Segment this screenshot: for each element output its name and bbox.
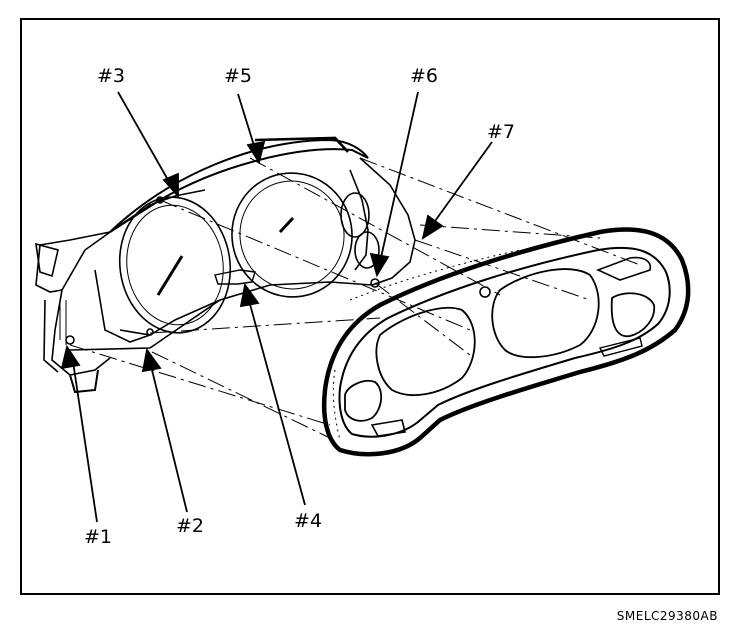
cluster-bezel — [321, 227, 691, 457]
arrowhead-6 — [369, 252, 390, 278]
leader-4 — [247, 296, 306, 506]
callout-1: #1 — [84, 526, 112, 548]
figure-code: SMELC29380AB — [617, 609, 718, 623]
leader-2 — [149, 361, 188, 513]
leader-6 — [379, 91, 419, 263]
arrowhead-2 — [141, 347, 162, 373]
arrowhead-5 — [246, 140, 266, 165]
figure-border — [20, 18, 720, 595]
callout-3: #3 — [97, 65, 125, 87]
leader-lines — [60, 91, 493, 523]
callout-7: #7 — [487, 121, 515, 143]
leader-1 — [71, 354, 98, 523]
arrowhead-7 — [421, 214, 444, 240]
cluster-housing — [35, 136, 416, 394]
arrowhead-1 — [60, 344, 81, 370]
leader-5 — [237, 93, 257, 153]
gauge-faces — [65, 172, 380, 345]
leader-3 — [117, 91, 173, 188]
callout-4: #4 — [294, 510, 322, 532]
arrowhead-4 — [239, 282, 260, 308]
callout-2: #2 — [176, 515, 204, 537]
callout-5: #5 — [224, 65, 252, 87]
projection-lines — [69, 157, 641, 439]
arrowhead-3 — [162, 172, 179, 199]
leader-7 — [429, 141, 493, 229]
callout-6: #6 — [410, 65, 438, 87]
